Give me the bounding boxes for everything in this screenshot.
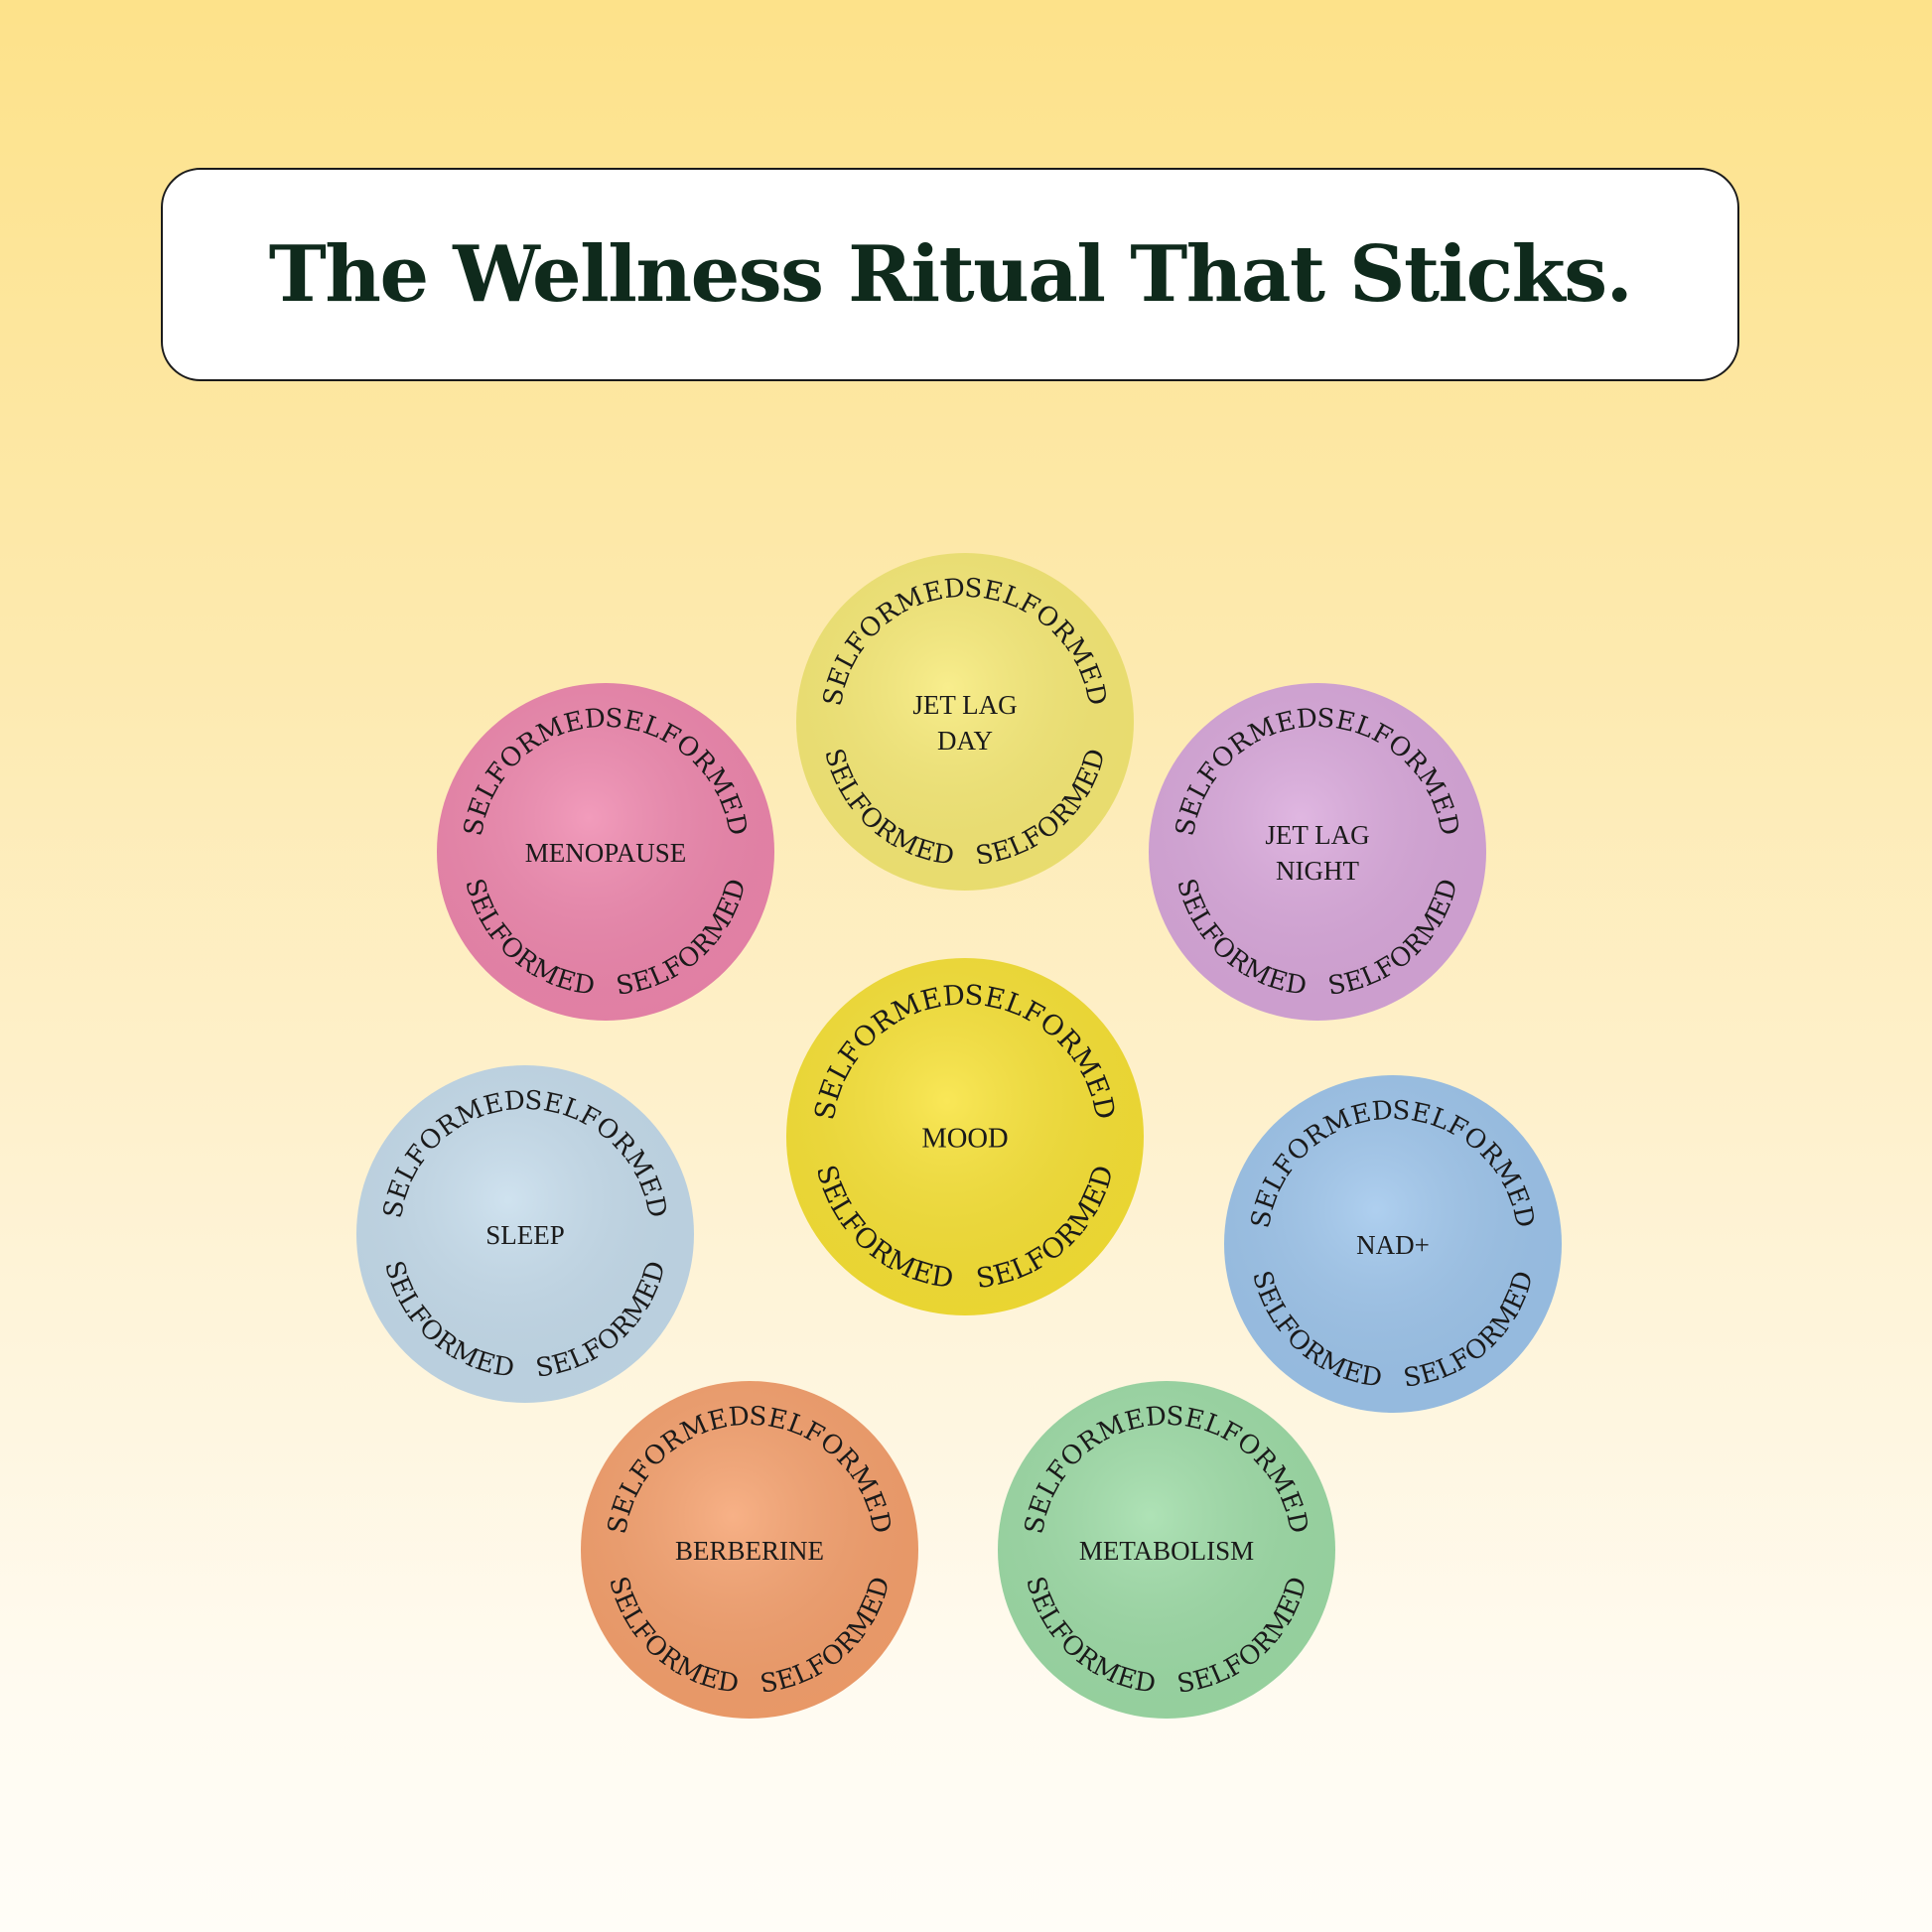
sticker-label: NIGHT [1276, 856, 1359, 886]
sticker-label: DAY [937, 726, 993, 756]
sticker-label: MENOPAUSE [525, 838, 687, 868]
sticker-label: METABOLISM [1079, 1536, 1254, 1566]
sticker-label: BERBERINE [675, 1536, 824, 1566]
title-banner: The Wellness Ritual That Sticks. [161, 168, 1739, 381]
sticker-label: SLEEP [485, 1220, 565, 1250]
sticker-label: MOOD [921, 1124, 1008, 1155]
sticker-label: JET LAG [912, 690, 1017, 720]
sticker-label: NAD+ [1356, 1230, 1430, 1260]
sticker-label: JET LAG [1265, 820, 1369, 850]
page-title: The Wellness Ritual That Sticks. [268, 229, 1633, 320]
